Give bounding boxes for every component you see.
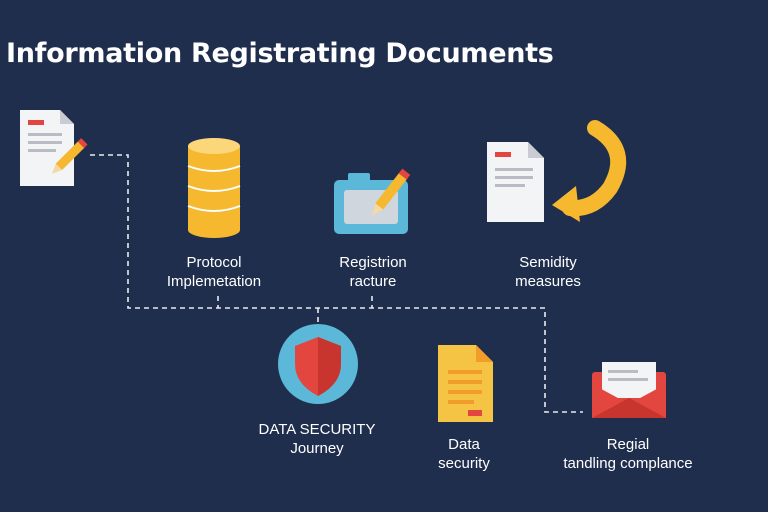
label-data-security-journey: DATA SECURITY Journey — [259, 420, 376, 458]
database-icon — [187, 138, 241, 238]
label-protocol: Protocol Implemetation — [167, 253, 261, 291]
label-journey-line2: Journey — [290, 440, 344, 457]
document-pencil-icon — [20, 110, 88, 186]
document-icon — [438, 345, 493, 422]
label-journey-line1: DATA SECURITY — [258, 421, 376, 438]
label-data-security-line1: Data — [448, 436, 480, 453]
label-sensitivity: Semidity measures — [515, 253, 581, 291]
label-protocol-line2: Implemetation — [166, 273, 262, 290]
label-registration-line2: racture — [349, 273, 397, 290]
label-sensitivity-line1: Semidity — [519, 254, 577, 271]
mail-icon — [592, 362, 666, 418]
connector-main — [90, 154, 583, 413]
label-data-security: Data security — [438, 435, 490, 473]
connector-lines — [90, 154, 583, 413]
camera-pencil-icon — [334, 168, 411, 234]
shield-icon — [278, 324, 358, 404]
label-registration: Registrion racture — [339, 253, 407, 291]
label-sensitivity-line2: measures — [515, 273, 581, 290]
document-arrow-icon — [487, 120, 627, 222]
page-title: Information Registrating Documents — [6, 38, 554, 69]
label-registration-line1: Registrion — [339, 254, 407, 271]
label-compliance-line2: tandling complance — [563, 455, 693, 472]
label-protocol-line1: Protocol — [186, 254, 242, 271]
label-data-security-line2: security — [438, 455, 490, 472]
label-compliance-line1: Regial — [606, 436, 650, 453]
label-compliance: Regial tandling complance — [563, 435, 692, 473]
